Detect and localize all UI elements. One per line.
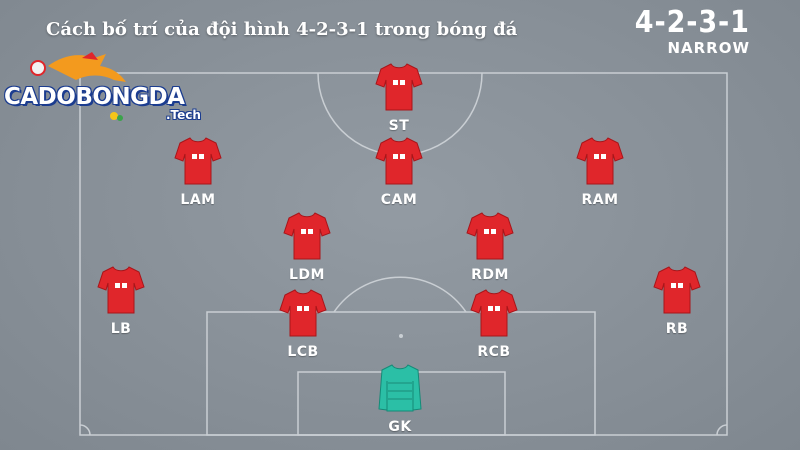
- player-rcb[interactable]: RCB: [449, 288, 539, 360]
- player-ldm[interactable]: LDM: [262, 211, 352, 283]
- formation-number: 4-2-3-1: [634, 5, 750, 40]
- position-label: CAM: [380, 192, 418, 208]
- position-label: RCB: [477, 344, 511, 360]
- position-label: LAM: [180, 192, 216, 208]
- shirt-icon: [279, 289, 327, 337]
- logo-wordmark: CADOBONGDA: [4, 84, 185, 110]
- player-st[interactable]: ST: [354, 62, 444, 134]
- position-label: LCB: [287, 344, 319, 360]
- shirt-icon: [653, 266, 701, 314]
- shirt-icon: [283, 212, 331, 260]
- logo-suffix: .Tech: [166, 108, 201, 122]
- shirt-icon: [97, 266, 145, 314]
- position-label: RB: [665, 321, 689, 337]
- site-logo: CADOBONGDA .Tech: [2, 52, 217, 124]
- page-title: Cách bố trí của đội hình 4-2-3-1 trong b…: [46, 19, 518, 40]
- position-label: ST: [388, 118, 410, 134]
- formation-variant: NARROW: [667, 39, 750, 57]
- player-ram[interactable]: RAM: [555, 136, 645, 208]
- position-label: RDM: [471, 267, 509, 283]
- position-label: LB: [110, 321, 132, 337]
- shirt-icon: [375, 63, 423, 111]
- position-label: RAM: [581, 192, 619, 208]
- shirt-icon: [470, 289, 518, 337]
- shirt-icon: [466, 212, 514, 260]
- position-label: LDM: [289, 267, 325, 283]
- shirt-icon: [375, 137, 423, 185]
- shirt-icon: [576, 137, 624, 185]
- goalkeeper-shirt-icon: [378, 364, 422, 412]
- player-lb[interactable]: LB: [76, 265, 166, 337]
- player-rdm[interactable]: RDM: [445, 211, 535, 283]
- formation-label: 4-2-3-1 NARROW: [622, 5, 750, 57]
- player-lcb[interactable]: LCB: [258, 288, 348, 360]
- player-lam[interactable]: LAM: [153, 136, 243, 208]
- player-cam[interactable]: CAM: [354, 136, 444, 208]
- player-kick-icon: [30, 52, 126, 121]
- player-gk[interactable]: GK: [355, 363, 445, 435]
- player-rb[interactable]: RB: [632, 265, 722, 337]
- position-label: GK: [388, 419, 412, 435]
- shirt-icon: [174, 137, 222, 185]
